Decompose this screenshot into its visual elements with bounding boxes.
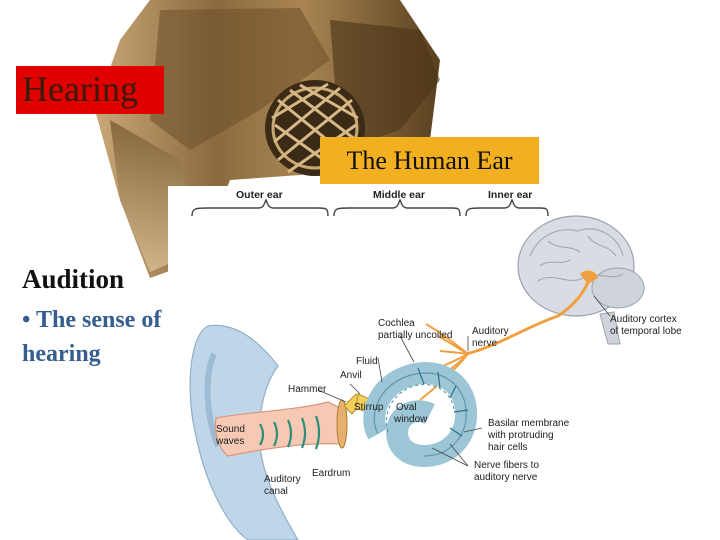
brain-icon — [517, 215, 645, 345]
basilar-membrane-sub-label-2: hair cells — [488, 442, 527, 453]
basilar-membrane-label: Basilar membrane — [488, 418, 570, 429]
outer-ear-label: Outer ear — [236, 189, 283, 201]
cochlea — [363, 362, 478, 468]
hammer-label: Hammer — [288, 384, 327, 395]
diagram-caption: The Human Ear — [320, 137, 539, 184]
auditory-canal-label: Auditory — [264, 474, 301, 485]
nerve-fibers-label: Nerve fibers to — [474, 460, 539, 471]
middle-ear-label: Middle ear — [373, 189, 425, 201]
anvil-label: Anvil — [340, 370, 362, 381]
oval-window-sub-label: window — [393, 414, 428, 425]
auditory-canal — [214, 401, 341, 457]
bullet-text: The sense of hearing — [22, 307, 162, 367]
fluid-label: Fluid — [356, 356, 378, 367]
inner-ear-label: Inner ear — [488, 189, 532, 201]
cochlea-label: Cochlea — [378, 318, 415, 329]
bullet-item: • The sense of hearing — [22, 303, 168, 371]
bullet-marker: • — [22, 307, 31, 333]
auditory-cortex-sub-label: of temporal lobe — [610, 326, 682, 337]
sound-waves-sub-label: waves — [215, 436, 244, 447]
sound-waves-label: Sound — [216, 424, 245, 435]
auditory-nerve-sub-label: nerve — [472, 338, 497, 349]
auditory-nerve-path — [465, 281, 590, 356]
basilar-membrane-sub-label-1: with protruding — [487, 430, 554, 441]
oval-window-label: Oval — [396, 402, 417, 413]
section-braces — [191, 198, 549, 217]
cochlea-sub-label: partially uncoiled — [378, 330, 453, 341]
stirrup-label: Stirrup — [354, 402, 384, 413]
ear-anatomy-icon: Outer ear Middle ear Inner ear — [168, 186, 720, 540]
nerve-fibers-sub-label: auditory nerve — [474, 472, 538, 483]
auditory-cortex-label: Auditory cortex — [610, 314, 677, 325]
leader-lines — [317, 295, 611, 467]
slide-title: Hearing — [16, 66, 164, 114]
section-heading: Audition — [22, 264, 125, 294]
auditory-canal-sub-label: canal — [264, 486, 288, 497]
eardrum-label: Eardrum — [312, 468, 350, 479]
auditory-nerve-label: Auditory — [472, 326, 509, 337]
sound-waves — [259, 415, 321, 450]
